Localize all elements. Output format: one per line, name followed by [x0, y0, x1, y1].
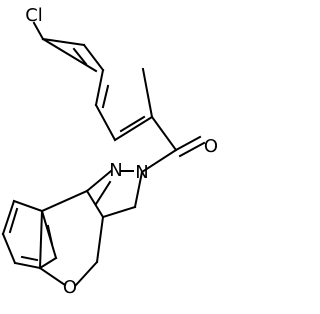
bond-cl-c1 [32, 21, 45, 41]
molecule-drawing: Cl O N N O [1, 5, 218, 298]
pyrazole-nitrogen-1-label: N [109, 160, 122, 181]
bond-c1-c2 [41, 37, 86, 47]
ring-oxygen-label: O [63, 277, 77, 298]
bond-c3-c4 [94, 68, 105, 107]
pyrazole-nitrogen-2-label: N [135, 162, 148, 183]
bond-c4-o5 [74, 260, 99, 287]
molecule-structure: Cl O N N O [1, 5, 218, 298]
bond-c3-c4-double [101, 84, 110, 109]
bond-benzo-4 [13, 261, 42, 270]
bond-carbonyl-double-b [178, 141, 206, 158]
bond-c6-c1 [141, 67, 154, 119]
bond-c5-c6-double [119, 115, 146, 133]
bond-aryl-carbonyl [150, 115, 178, 152]
bond-c1-c2-double [72, 47, 88, 66]
bond-carbonyl-n [140, 148, 178, 174]
bond-benzo-5 [38, 256, 58, 270]
chlorine-atom-label: Cl [25, 5, 43, 26]
bond-o5-c5a [38, 266, 67, 287]
bond-c9a-c9b [40, 189, 89, 213]
bond-pyrazole-double [94, 180, 112, 206]
bond-c1-c6 [41, 37, 98, 73]
bond-benzo-double-2 [20, 255, 39, 262]
bond-c9b-n1 [85, 169, 113, 193]
carbonyl-oxygen-label: O [204, 136, 218, 157]
bond-benzo-2 [1, 199, 16, 236]
bond-c4-c5 [94, 103, 117, 142]
bond-n2-c3 [133, 170, 144, 209]
bond-benzo-1 [12, 199, 44, 213]
bond-carbonyl-double-a [174, 135, 202, 152]
bond-benzo-double-1 [8, 207, 19, 234]
bond-c5a-c9a [38, 209, 44, 270]
bond-c3-c3a [101, 205, 137, 219]
bond-c5-c6 [113, 115, 154, 142]
bond-c3a-c4 [95, 215, 105, 264]
bond-benzo-3 [1, 232, 17, 265]
bond-benzo-double-3 [46, 224, 54, 246]
bond-c2-c3 [82, 43, 105, 72]
